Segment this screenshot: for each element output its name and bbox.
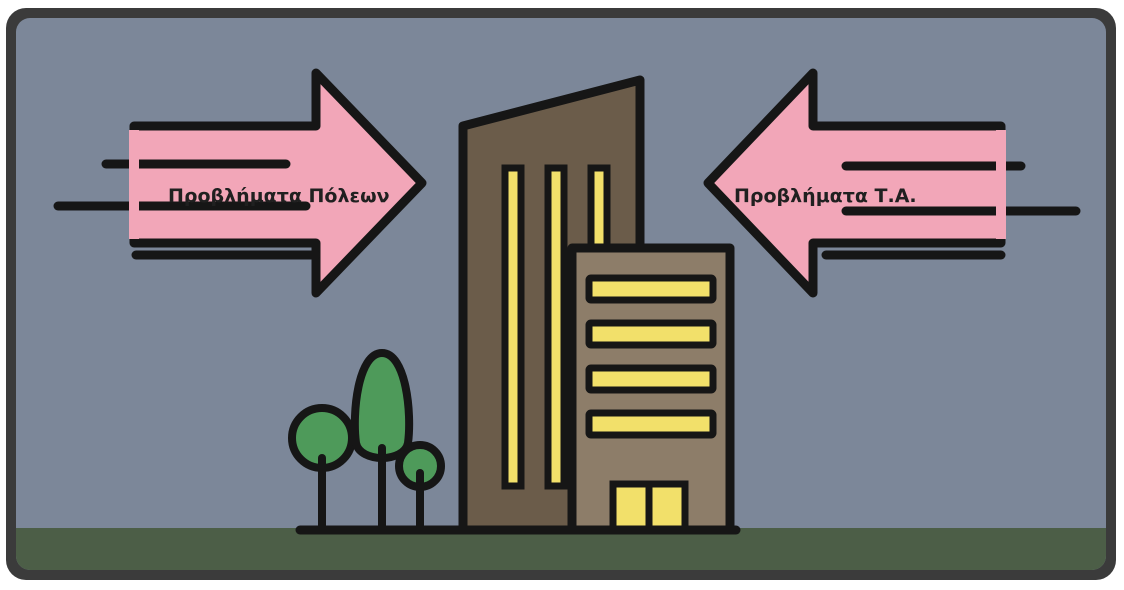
city-scene [16, 18, 1106, 570]
annex-building [572, 248, 730, 530]
left-arrow [58, 73, 422, 293]
right-arrow [708, 73, 1076, 293]
right-arrow-label: Προβλήματα Τ.Α. [734, 185, 917, 207]
left-arrow-label: Προβλήματα Πόλεων [168, 185, 390, 207]
image-frame: Προβλήματα Πόλεων Προβλήματα Τ.Α. [6, 8, 1116, 580]
trees [292, 353, 441, 528]
illustration-canvas: Προβλήματα Πόλεων Προβλήματα Τ.Α. [16, 18, 1106, 570]
